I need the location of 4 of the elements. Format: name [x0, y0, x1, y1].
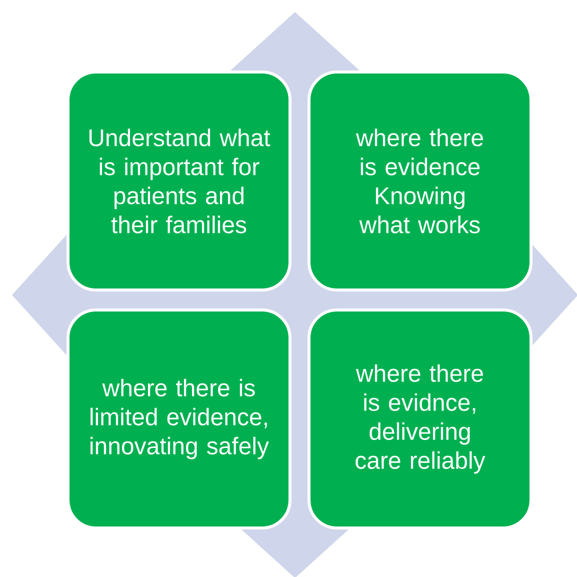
rounded-box: where there is evidnce, delivering care reliably — [308, 308, 532, 530]
rounded-box: where there is limited evidence, innovating safely — [66, 308, 292, 530]
rounded-box: where there is evidence Knowing what works — [308, 70, 532, 292]
rounded-box: Understand what is important for patients and their families — [66, 70, 292, 292]
